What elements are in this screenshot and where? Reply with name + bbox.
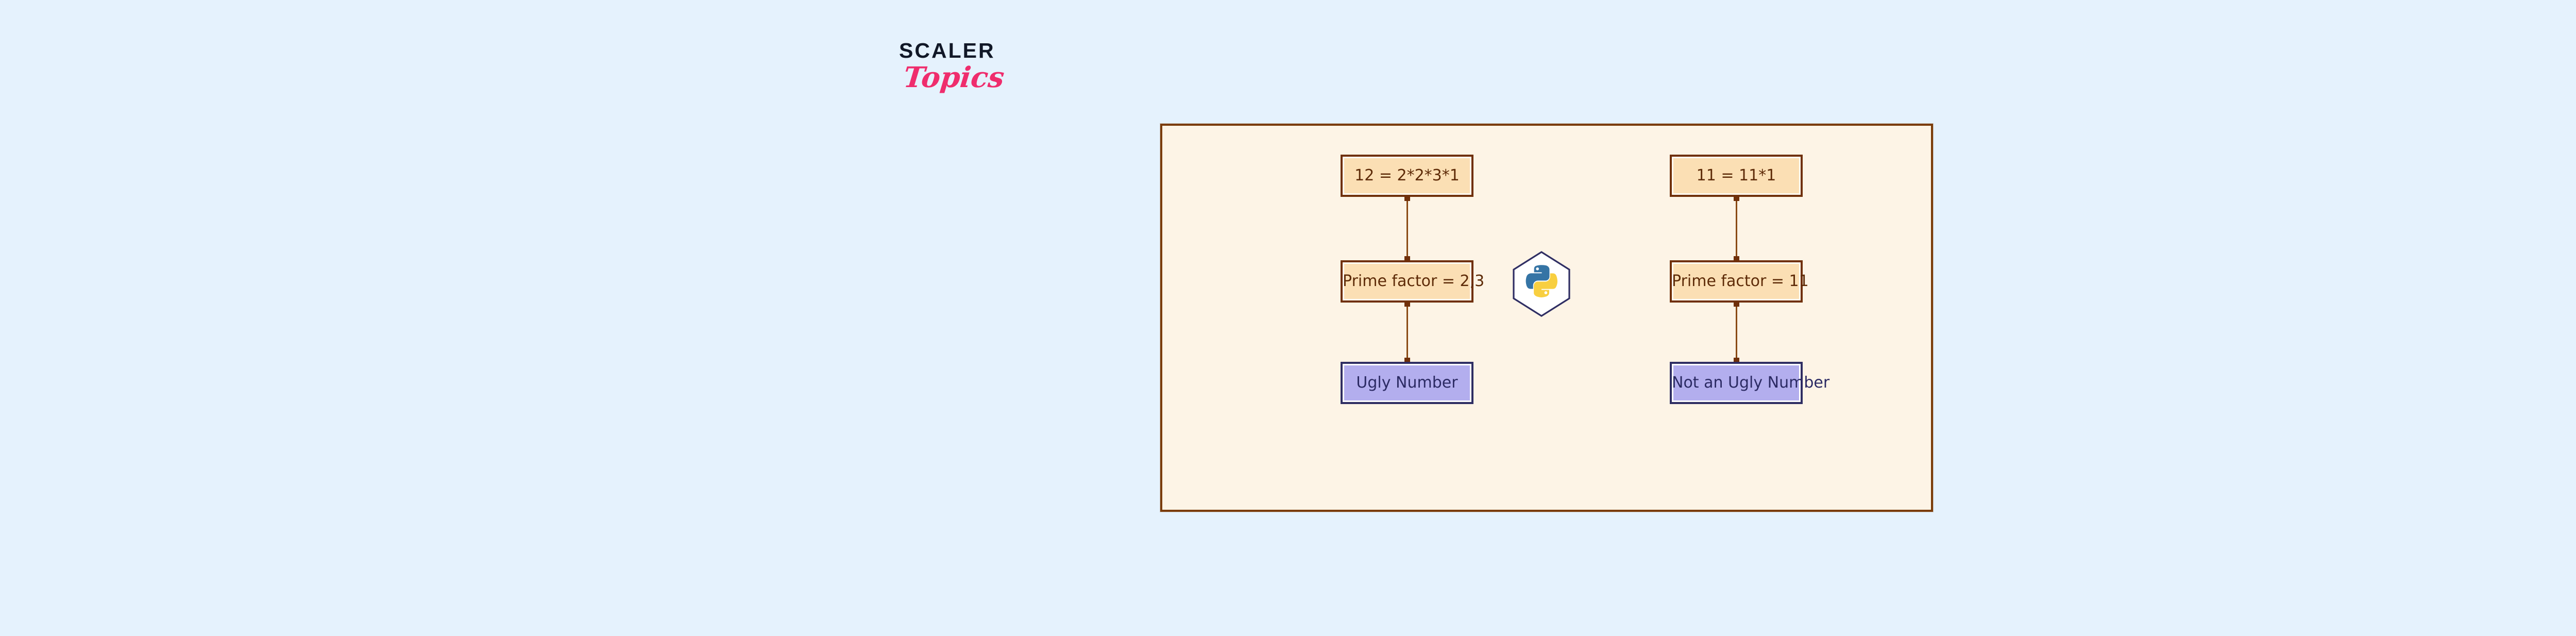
scaler-topics-logo: SCALER Topics: [899, 40, 1043, 118]
connector-left-primefactor-to-result: [1404, 302, 1410, 363]
python-logo-svg: [1513, 251, 1570, 317]
python-logo-icon: [1512, 251, 1571, 317]
brand-script-topics: Topics: [902, 60, 1006, 94]
box-right-prime-factor-label: Prime factor = 11: [1672, 272, 1809, 290]
diagram-canvas: 12 = 2*2*3*1 Prime factor = 2,3 Ugly Num…: [1162, 126, 1931, 510]
box-right-result-label: Not an Ugly Number: [1672, 373, 1830, 392]
connector-right-primefactor-to-result: [1734, 302, 1739, 363]
box-left-result: Ugly Number: [1341, 362, 1473, 404]
connector-left-factorization-to-primefactor: [1404, 196, 1410, 261]
brand-wordmark: SCALER: [899, 39, 995, 62]
box-left-prime-factor-label: Prime factor = 2,3: [1343, 272, 1485, 290]
box-left-prime-factor: Prime factor = 2,3: [1341, 260, 1485, 303]
connector-right-factorization-to-primefactor: [1734, 196, 1739, 261]
box-left-result-label: Ugly Number: [1356, 373, 1458, 392]
diagram-panel: 12 = 2*2*3*1 Prime factor = 2,3 Ugly Num…: [1160, 124, 1933, 512]
box-right-prime-factor: Prime factor = 11: [1670, 260, 1809, 303]
box-right-factorization-label: 11 = 11*1: [1696, 166, 1776, 185]
box-right-result: Not an Ugly Number: [1670, 362, 1830, 404]
box-right-factorization: 11 = 11*1: [1670, 155, 1803, 197]
box-left-factorization-label: 12 = 2*2*3*1: [1354, 166, 1460, 185]
box-left-factorization: 12 = 2*2*3*1: [1341, 155, 1473, 197]
